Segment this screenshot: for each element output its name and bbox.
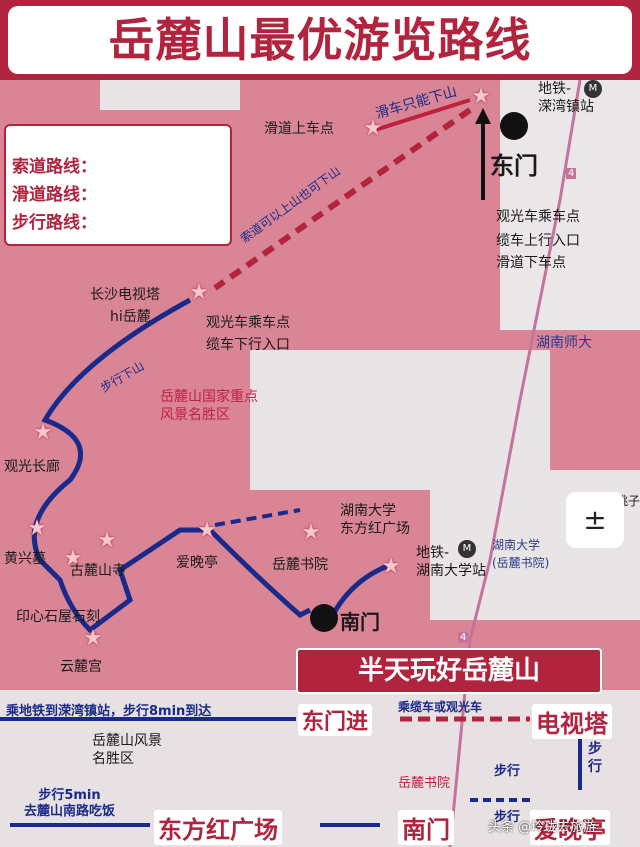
star-marker: ★	[33, 420, 53, 445]
slide-station-down-label: 滑道下车点	[496, 255, 566, 271]
zoom-control[interactable]: ±	[566, 492, 624, 548]
road-badge: 4	[458, 632, 469, 643]
academy-label: 岳麓书院	[272, 557, 328, 573]
corridor-label: 观光长廊	[4, 459, 60, 475]
half-day-banner: 半天玩好岳麓山	[296, 648, 602, 694]
cable-or-bus-label: 乘缆车或观光车	[398, 700, 483, 714]
metro-icon: M	[584, 80, 602, 98]
star-marker: ★	[197, 518, 217, 543]
scenic-area-label: 岳麓山国家重点 风景名胜区	[160, 389, 258, 423]
hi-yuelu-label: hi岳麓	[110, 309, 151, 325]
scenic-area2-label: 岳麓山风景 名胜区	[92, 733, 162, 767]
east-enter-label: 东门进	[298, 704, 373, 736]
slide-station-up-label: 滑道上车点	[264, 121, 334, 137]
walk-5min-label: 步行5min 去麓山南路吃饭	[24, 788, 116, 819]
hnu-square-label: 湖南大学 东方红广场	[340, 503, 410, 537]
legend-cable: 索道路线：	[12, 157, 97, 177]
east-gate-label: 东门	[490, 152, 538, 180]
walk-small-label: 步行	[494, 810, 521, 825]
gulu-temple-label: 古麓山寺	[70, 563, 126, 579]
star-marker: ★	[97, 528, 117, 553]
page-title: 岳麓山最优游览路线	[8, 6, 632, 74]
metro-note: 乘地铁到溁湾镇站，步行8min到达	[6, 704, 212, 719]
yunlu-palace-label: 云麓宫	[60, 659, 102, 675]
star-marker: ★	[381, 554, 401, 579]
metro-luanwan-label: 地铁- 溁湾镇站	[538, 81, 594, 115]
tv-tower-label: 长沙电视塔	[90, 287, 160, 303]
huangxing-tomb-label: 黄兴墓	[4, 551, 46, 567]
legend-slide: 滑道路线：	[12, 185, 97, 205]
cable-up-entry-label: 缆车上行入口	[496, 233, 580, 249]
metro-icon: M	[458, 540, 476, 558]
road-badge: 4	[566, 168, 577, 179]
metro-hnu-label: 地铁- 湖南大学站	[416, 545, 486, 579]
walk-small-label: 步行	[494, 764, 521, 779]
hnu-academy-label: 湖南大学 (岳麓书院)	[492, 538, 550, 570]
aiwan-pavilion-label: 爱晚亭	[176, 555, 218, 571]
south-gate-label: 南门	[340, 610, 380, 634]
tv-bus-label: 观光车乘车点	[206, 315, 290, 331]
star-marker: ★	[189, 280, 209, 305]
east-gate-dot	[500, 112, 528, 140]
star-marker: ★	[301, 520, 321, 545]
yinxin-stone-label: 印心石屋石刻	[16, 609, 100, 625]
aiwan-big-label: 爱晚亭	[530, 810, 610, 845]
star-marker: ★	[363, 116, 383, 141]
cable-down-entry-label: 缆车下行入口	[206, 337, 290, 353]
south-gate-dot	[310, 604, 338, 632]
tv-tower-big-label: 电视塔	[532, 704, 612, 739]
star-marker: ★	[63, 546, 83, 571]
sightseeing-bus-label: 观光车乘车点	[496, 209, 580, 225]
dongfanghong-label: 东方红广场	[154, 810, 282, 845]
walk-vertical-label: 步 行	[588, 741, 602, 775]
header: 岳麓山最优游览路线	[0, 0, 640, 80]
watermark: 头条 @玲珑去旅游	[488, 820, 597, 835]
star-marker: ★	[471, 84, 491, 109]
hunan-normal-label: 湖南师大	[536, 335, 592, 351]
star-marker: ★	[83, 626, 103, 651]
legend-walk: 步行路线：	[12, 213, 97, 233]
legend: 索道路线： 滑道路线： 步行路线：	[4, 124, 232, 246]
star-marker: ★	[27, 516, 47, 541]
academy-small-label: 岳麓书院	[398, 776, 451, 791]
south-gate-big-label: 南门	[398, 810, 454, 845]
